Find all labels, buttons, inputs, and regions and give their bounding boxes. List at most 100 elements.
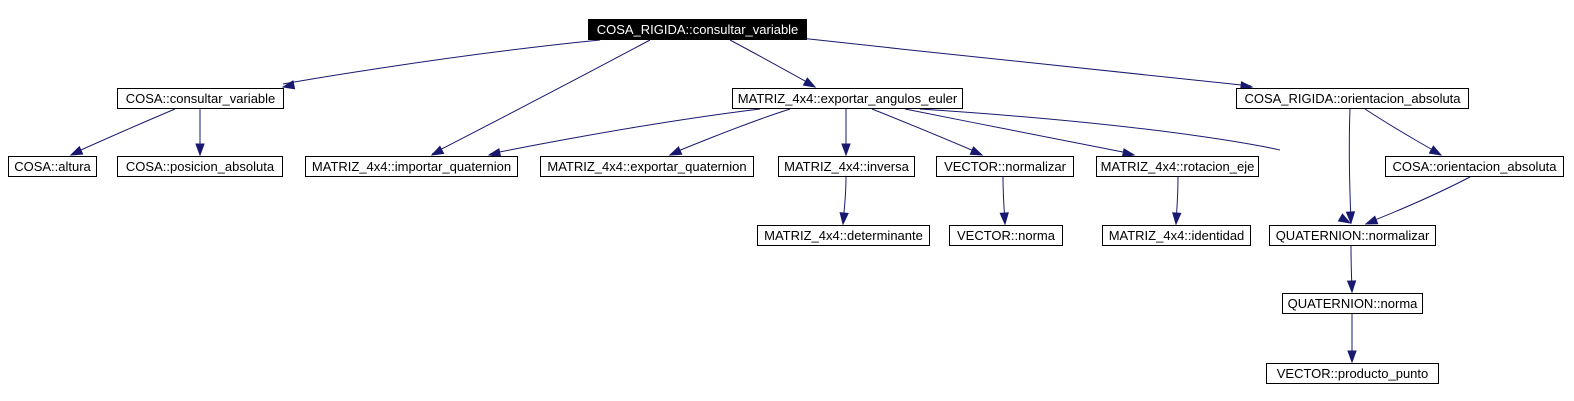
edge-cosa_orient-to-q_normalizar — [1364, 176, 1471, 225]
node-label: VECTOR::normalizar — [944, 159, 1067, 174]
node-label: MATRIZ_4x4::exportar_quaternion — [547, 159, 746, 174]
node-box — [8, 156, 97, 177]
edge-line-root-to-m_import_q — [431, 39, 651, 155]
node-label: VECTOR::norma — [957, 228, 1056, 243]
edge-line-cr_orient-to-cosa_orient — [1364, 108, 1441, 155]
edge-m_euler-to-v_normalizar — [871, 108, 984, 156]
arrowhead-m_euler-to-q_normalizar — [1337, 213, 1352, 224]
node-box — [1385, 156, 1564, 177]
node-box — [588, 19, 807, 40]
node-q-normalizar[interactable]: QUATERNION::normalizar — [1269, 225, 1436, 246]
node-box — [778, 156, 915, 177]
node-box — [1269, 225, 1436, 246]
node-label: QUATERNION::norma — [1288, 296, 1419, 311]
node-box — [757, 225, 930, 246]
edge-m_inversa-to-m_det — [839, 176, 849, 226]
edge-line-root-to-cr_orient — [799, 37, 1252, 87]
node-label: MATRIZ_4x4::exportar_angulos_euler — [738, 91, 958, 106]
edge-root-to-m_euler — [729, 39, 817, 88]
edges-layer — [69, 37, 1471, 364]
node-m-inversa[interactable]: MATRIZ_4x4::inversa — [778, 156, 915, 177]
node-v-norma[interactable]: VECTOR::norma — [949, 225, 1063, 246]
edge-q_norma-to-v_prod — [1347, 313, 1357, 364]
edge-line-m_euler-to-m_export_q — [670, 108, 791, 155]
node-root[interactable]: COSA_RIGIDA::consultar_variable — [588, 19, 807, 40]
node-box — [732, 88, 963, 109]
arrowhead-m_euler-to-m_rot_eje — [1121, 148, 1136, 158]
arrowhead-q_normalizar-to-q_norma — [1346, 280, 1357, 294]
node-m-rot-eje[interactable]: MATRIZ_4x4::rotacion_eje — [1096, 156, 1259, 177]
nodes-layer: COSA_RIGIDA::consultar_variableCOSA::con… — [8, 19, 1564, 384]
edge-m_euler-to-q_normalizar — [919, 108, 1352, 224]
node-label: VECTOR::producto_punto — [1277, 366, 1429, 381]
node-v-prod[interactable]: VECTOR::producto_punto — [1266, 363, 1439, 384]
node-box — [936, 156, 1074, 177]
node-box — [1096, 156, 1259, 177]
node-box — [305, 156, 518, 177]
node-v-normalizar[interactable]: VECTOR::normalizar — [936, 156, 1074, 177]
node-label: MATRIZ_4x4::importar_quaternion — [312, 159, 511, 174]
node-label: COSA::posicion_absoluta — [126, 159, 275, 174]
edge-line-cr_orient-to-q_normalizar — [1348, 108, 1352, 221]
arrowhead-root-to-cosa_cv — [281, 80, 296, 90]
arrowhead-cr_orient-to-cosa_orient — [1428, 145, 1443, 156]
node-box — [540, 156, 754, 177]
edge-cosa_cv-to-cosa_pos — [195, 109, 205, 157]
node-cosa-pos[interactable]: COSA::posicion_absoluta — [117, 156, 283, 177]
node-label: QUATERNION::normalizar — [1276, 228, 1430, 243]
edge-cr_orient-to-q_normalizar — [1345, 108, 1356, 225]
arrowhead-m_rot_eje-to-m_ident — [1172, 212, 1182, 226]
arrowhead-v_normalizar-to-v_norma — [999, 212, 1009, 226]
edge-line-m_euler-to-q_normalizar — [919, 108, 1281, 151]
edge-m_euler-to-m_rot_eje — [904, 108, 1136, 158]
node-cosa-cv[interactable]: COSA::consultar_variable — [117, 88, 284, 109]
node-label: MATRIZ_4x4::determinante — [764, 228, 923, 243]
node-box — [1282, 293, 1423, 314]
node-label: COSA::altura — [14, 159, 91, 174]
node-m-ident[interactable]: MATRIZ_4x4::identidad — [1102, 225, 1251, 246]
node-label: COSA_RIGIDA::consultar_variable — [597, 22, 799, 37]
node-label: COSA_RIGIDA::orientacion_absoluta — [1244, 91, 1461, 106]
edge-m_euler-to-m_inversa — [841, 109, 851, 157]
node-label: MATRIZ_4x4::rotacion_eje — [1101, 159, 1255, 174]
arrowhead-root-to-m_euler — [802, 77, 817, 88]
node-q-norma[interactable]: QUATERNION::norma — [1282, 293, 1423, 314]
node-label: COSA::orientacion_absoluta — [1392, 159, 1557, 174]
node-box — [1102, 225, 1251, 246]
node-m-import-q[interactable]: MATRIZ_4x4::importar_quaternion — [305, 156, 518, 177]
edge-root-to-cosa_cv — [281, 39, 601, 90]
node-cosa-altura[interactable]: COSA::altura — [8, 156, 97, 177]
arrowhead-m_euler-to-m_import_q — [487, 147, 502, 158]
edge-cosa_cv-to-cosa_altura — [69, 108, 176, 156]
edge-q_normalizar-to-q_norma — [1346, 245, 1357, 294]
arrowhead-m_euler-to-m_inversa — [841, 143, 851, 157]
node-cosa-orient[interactable]: COSA::orientacion_absoluta — [1385, 156, 1564, 177]
arrowhead-m_inversa-to-m_det — [839, 212, 849, 226]
edge-line-m_euler-to-m_rot_eje — [904, 108, 1134, 155]
edge-line-cosa_cv-to-cosa_altura — [71, 108, 176, 155]
node-m-euler[interactable]: MATRIZ_4x4::exportar_angulos_euler — [732, 88, 963, 109]
arrowhead-q_norma-to-v_prod — [1347, 350, 1357, 364]
node-m-det[interactable]: MATRIZ_4x4::determinante — [757, 225, 930, 246]
node-box — [117, 88, 284, 109]
node-box — [1236, 88, 1469, 109]
arrowhead-m_euler-to-m_export_q — [668, 146, 683, 156]
node-box — [117, 156, 283, 177]
node-label: COSA::consultar_variable — [126, 91, 276, 106]
edge-m_euler-to-m_export_q — [668, 108, 791, 156]
edge-line-m_euler-to-m_import_q — [489, 108, 761, 155]
arrowhead-cr_orient-to-q_normalizar — [1345, 211, 1356, 225]
edge-line-m_euler-to-v_normalizar — [871, 108, 982, 155]
edge-root-to-m_import_q — [430, 39, 651, 156]
arrowhead-cosa_cv-to-cosa_altura — [69, 145, 84, 156]
edge-line-cosa_orient-to-q_normalizar — [1366, 176, 1471, 224]
edge-root-to-cr_orient — [799, 37, 1254, 91]
edge-line-root-to-m_euler — [729, 39, 815, 87]
node-cr-orient[interactable]: COSA_RIGIDA::orientacion_absoluta — [1236, 88, 1469, 109]
edge-line-root-to-cosa_cv — [282, 39, 601, 85]
arrowhead-cosa_cv-to-cosa_pos — [195, 143, 205, 157]
arrowhead-root-to-m_import_q — [430, 145, 445, 156]
edge-v_normalizar-to-v_norma — [999, 176, 1009, 226]
node-m-export-q[interactable]: MATRIZ_4x4::exportar_quaternion — [540, 156, 754, 177]
